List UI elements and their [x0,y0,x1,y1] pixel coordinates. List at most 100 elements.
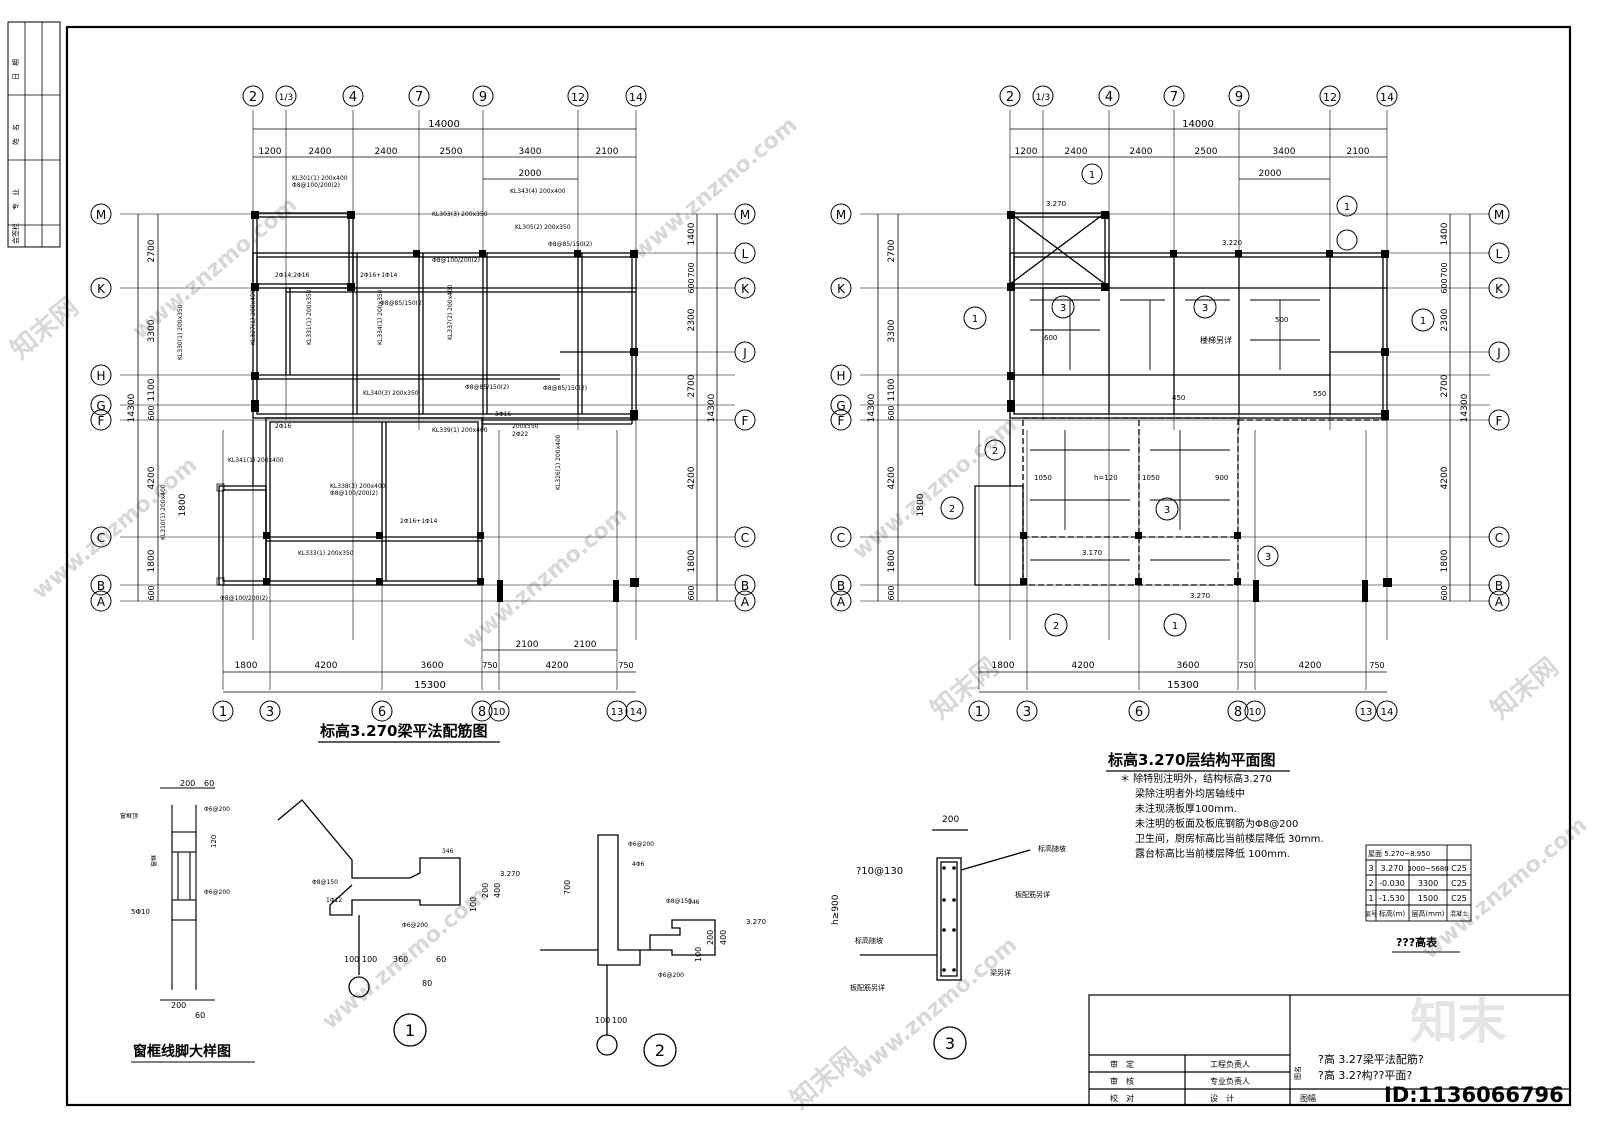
dim-value: 100 [694,947,703,962]
dim-value: 700 [687,262,696,277]
countersign-strip: 会签栏 专 业 姓 名 日 期 [7,21,61,248]
axis-label: 1 [975,705,983,720]
axis-label: 10 [1249,707,1262,718]
axis-label: G [836,399,845,413]
section-mark: 2 [992,446,998,457]
beam-label: KL330(1) 200x350 [177,304,184,360]
dim-value: 346 [688,899,700,906]
axis-label: H [96,369,105,383]
beam-label: KL301(1) 200x400 [292,175,348,182]
elevation-table: 屋面 5.270~8.950 3 3.270 3000~5680 C25 2 -… [1365,844,1472,953]
dim-value: 2500 [1195,147,1218,157]
table-cell: 1 [1368,894,1373,903]
axis-label: 13 [1360,707,1373,718]
axis-label: 14 [630,707,643,718]
table-cell: C25 [1451,864,1467,873]
dim-value: 600 [147,585,156,600]
table-cell: 3000~5680 [1407,865,1449,873]
dim-value: 3300 [147,319,157,342]
rebar-label: Φ8@150 [312,879,338,886]
strip-label: 会签栏 [11,223,20,244]
axis-label: B [97,579,105,593]
axis-label: 8 [1234,705,1242,720]
dim-total: 14300 [127,393,137,422]
tb-cell: 工程负责人 [1210,1059,1250,1069]
beam-label: 2Φ16+1Φ14 [360,272,398,279]
tb-cell: 审 定 [1110,1059,1134,1069]
table-cell: 1500 [1418,894,1438,903]
detail-note: 板配筋另详 [850,983,885,992]
dim-value: 750 [1238,661,1253,670]
dim-value: 600 [1440,585,1449,600]
dim-value: 750 [618,661,633,670]
dim-value: 1200 [259,147,282,157]
tb-cell: 审 核 [1110,1076,1134,1086]
logo-mark: 知末 [1410,994,1506,1050]
dim-value: 60 [195,1011,205,1020]
axis-label: 4 [1105,90,1113,105]
axis-label: 9 [479,90,487,105]
axis-label: K [837,282,846,296]
beam-label: KL333(1) 200x350 [298,550,354,557]
dim-value: 2300 [687,308,697,331]
structure-plan-right [860,110,1490,690]
axis-label: J [742,346,747,360]
tb-cell: 专业负责人 [1210,1076,1250,1086]
strip-label: 姓 名 [11,124,20,145]
table-cell: -0.030 [1379,879,1405,888]
slab-mark: h=120 [1094,474,1118,482]
beam-label: Φ8@100/200(2) [220,595,268,602]
beam-label: 2Φ14;2Φ16 [275,272,310,279]
axis-label: K [1495,282,1504,296]
beam-label: 2Φ16 [275,423,291,430]
slab-mark: 500 [1275,316,1288,324]
rebar-label: Φ6@200 [204,806,230,813]
detail-note: 标高随坡 [1038,844,1066,853]
dim-value: 200 [942,815,959,825]
axis-label: 14 [1381,707,1394,718]
table-cell: -1.530 [1379,894,1405,903]
rebar-label: 1Φ12 [326,897,342,904]
dim-value: 60 [204,779,214,788]
note-line: ＊ 除特别注明外，结构标高3.270 [1120,772,1272,785]
axis-label: C [837,531,845,545]
axis-label: M [1494,208,1504,222]
dim-value: 3400 [519,147,542,157]
axis-label: F [838,414,845,428]
beam-label: KL338(3) 200x400 [330,483,386,490]
dim-value: h≥900 [831,894,841,925]
rebar-label: 4Φ6 [632,861,645,868]
axis-label: C [741,531,749,545]
rebar-label: 5Φ10 [131,908,150,916]
dim-value: 4200 [315,661,338,671]
dim-value: 3400 [1273,147,1296,157]
axis-label: G [96,399,105,413]
axis-label: 1/3 [1036,93,1050,103]
beam-label: KL305(2) 200x350 [515,224,571,231]
section-mark: 3 [1265,552,1271,563]
rebar-label: Φ8@150 [666,898,692,905]
table-col-header: 层号 [1365,911,1377,918]
tb-cell: 校 对 [1110,1093,1134,1103]
slab-mark: 900 [1215,474,1228,482]
title-block: 审 定 工程负责人 审 核 专业负责人 校 对 设 计 图名 ?高 3.27梁平… [1088,994,1571,1107]
beam-label: KL310(1) 200x400 [160,484,167,540]
dim-value: 2000 [1259,169,1282,179]
dim-value: 200 [180,779,195,788]
dim-value: 346 [442,848,454,855]
dim-value: 100 [344,955,359,964]
strip-label: 日 期 [12,59,20,80]
dim-value: 4200 [887,466,897,489]
axis-label: A [741,595,750,609]
right-plan-annotations: 2 1/3 4 7 9 12 14 14000 1200 2400 2400 2… [830,85,1510,860]
note-line: 未注明的板面及板底钢筋为Φ8@200 [1135,817,1298,830]
dim-value: 1800 [147,549,157,572]
watermark-text: www.znzmo.com [1418,813,1592,965]
slab-mark: 1050 [1034,474,1052,482]
plan-title: 标高3.270层结构平面图 [1107,751,1275,769]
section-mark: 1 [972,314,978,325]
watermark-text: www.znzmo.com [628,113,802,265]
dim-value: 1800 [1440,549,1450,572]
dim-value: 1100 [887,378,897,401]
